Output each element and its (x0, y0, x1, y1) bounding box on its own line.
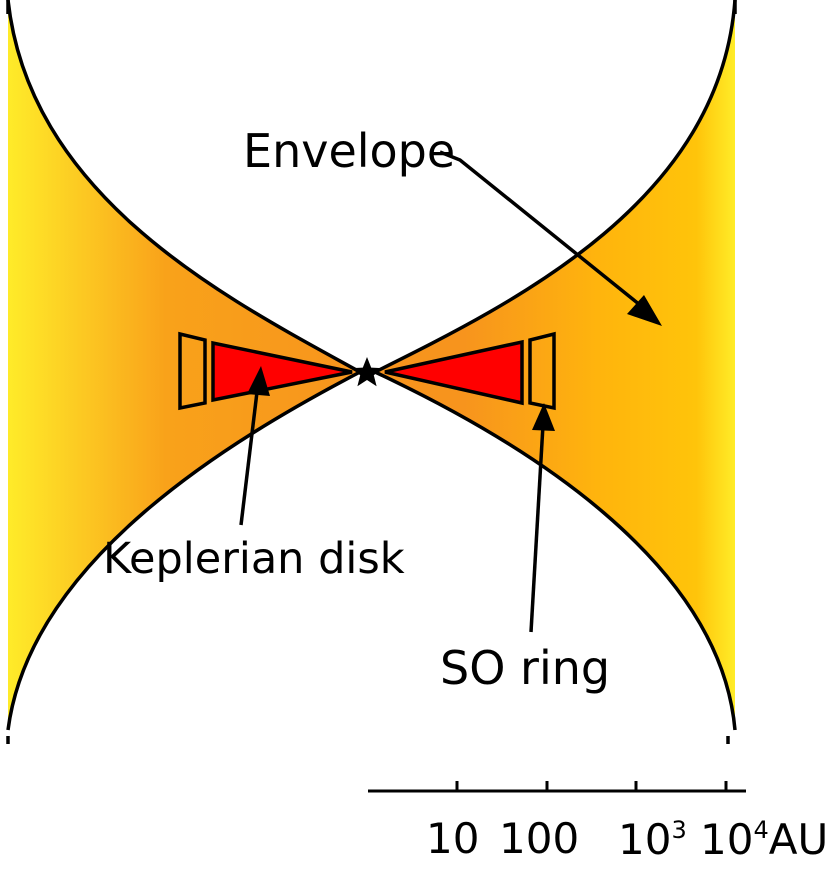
envelope-arrow (439, 150, 642, 307)
cavity-arc-bottom-right (374, 370, 737, 731)
disk-left (211, 340, 353, 403)
keplerian-disk (211, 339, 524, 406)
so-ring-left (178, 331, 207, 411)
disk-right (384, 339, 524, 406)
scale-label-100: 100 (499, 814, 580, 863)
scale-label-1e3: 103 (618, 815, 687, 864)
cavity-arc-bottom-left (6, 370, 361, 731)
scale-unit: AU (768, 815, 829, 864)
scale-bar (368, 781, 746, 793)
envelope-region (8, 0, 735, 730)
so-ring-arrow (529, 424, 545, 633)
so-ring (178, 331, 556, 411)
keplerian-disk-arrow (239, 391, 259, 526)
scale-label-10: 10 (426, 814, 480, 863)
cavity-arc-top-left (6, 0, 361, 374)
scale-label-1e4: 104AU (700, 815, 829, 864)
arrow-heads (247, 295, 662, 431)
envelope-left-lobe (8, 0, 360, 730)
so-ring-label: SO ring (440, 641, 611, 695)
envelope-label: Envelope (243, 124, 456, 178)
keplerian-disk-arrowhead (247, 366, 270, 396)
pointer-arrows (239, 150, 642, 633)
star-icon (351, 357, 383, 387)
cavity-outlines (6, 0, 737, 744)
so-ring-arrowhead (532, 403, 555, 431)
cavity-arc-top-right (374, 0, 737, 374)
envelope-arrowhead (627, 295, 662, 326)
so-ring-right (528, 331, 556, 411)
keplerian-disk-label: Keplerian disk (103, 534, 405, 584)
